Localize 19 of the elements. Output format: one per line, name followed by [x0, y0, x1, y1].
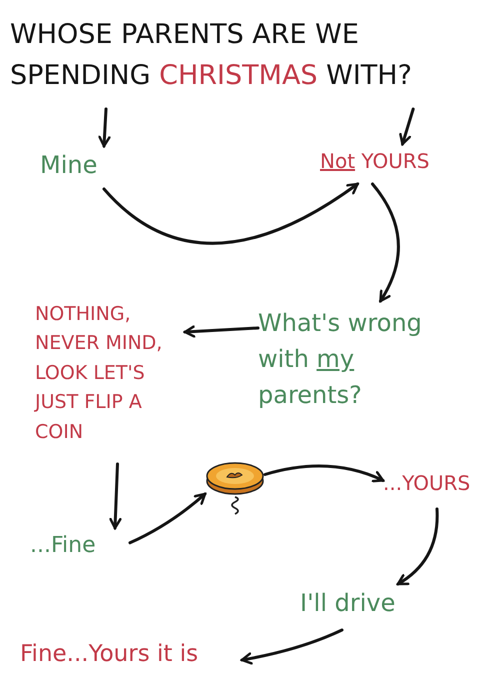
answer-text: ...YOURS	[383, 470, 472, 496]
arrow	[399, 108, 415, 146]
reply-text: NOTHING, NEVER MIND, LOOK LET'S JUST FLIP A COIN	[35, 302, 164, 445]
arrow	[102, 182, 359, 245]
arrow	[240, 628, 344, 665]
answer-text: Mine	[40, 150, 98, 181]
arrow	[109, 462, 122, 530]
reply-text: Fine...Yours it is	[20, 640, 200, 669]
arrow	[98, 108, 111, 148]
answer-text: Not YOURS	[320, 148, 430, 174]
arrow	[184, 325, 260, 338]
arrow	[396, 508, 439, 586]
reply-text: I'll drive	[300, 588, 396, 619]
reply-text: ...Fine	[30, 532, 97, 560]
arrow	[371, 182, 400, 302]
question-text: What's wrong with my parents?	[258, 308, 423, 411]
arrow	[264, 464, 384, 483]
title-text: WHOSE PARENTS ARE WE SPENDING CHRISTMAS WITH?	[10, 18, 413, 92]
arrow	[128, 492, 206, 544]
